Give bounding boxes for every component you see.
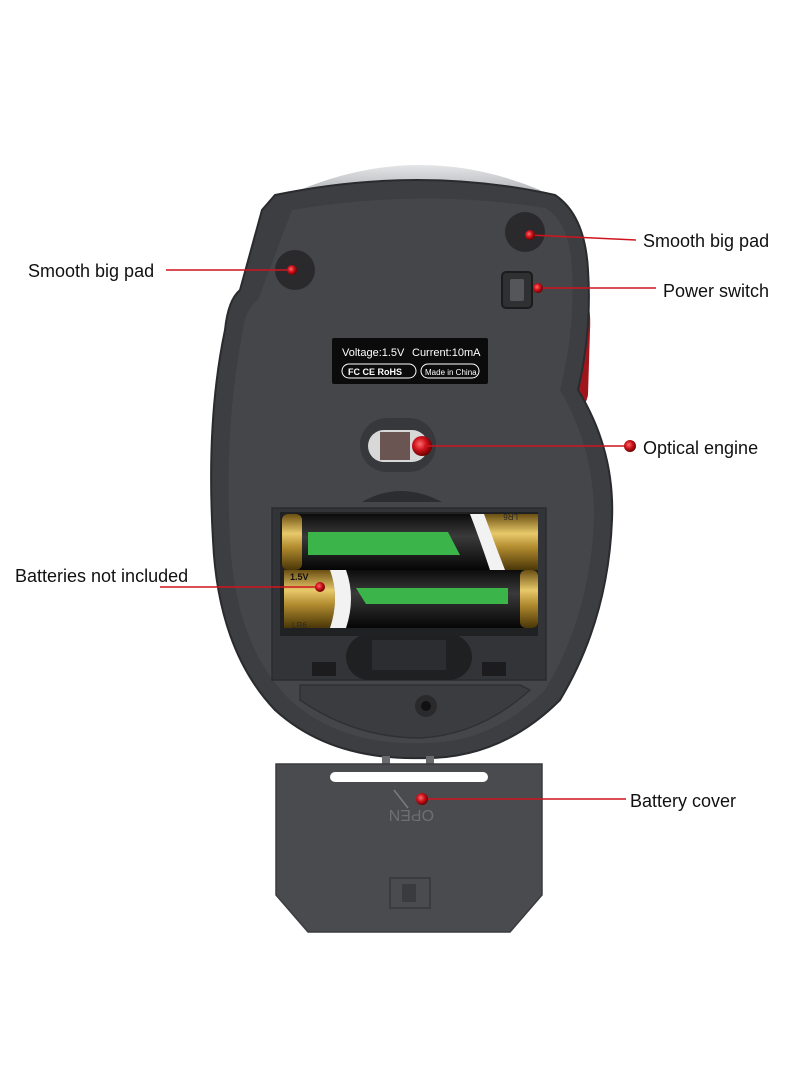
callout-pad-right: Smooth big pad — [643, 231, 770, 251]
dot-optical-engine — [624, 440, 636, 452]
callout-pad-left: Smooth big pad — [28, 261, 155, 281]
callout-battery-cover: Battery cover — [630, 791, 737, 811]
dot-pad-left — [287, 265, 297, 275]
callout-lines — [160, 230, 656, 805]
callout-batteries: Batteries not included — [15, 566, 189, 586]
power-switch — [501, 271, 533, 309]
battery-1: LR6 — [282, 512, 538, 570]
label-current: Current:10mA — [412, 347, 481, 359]
dot-power-switch — [533, 283, 543, 293]
optical-engine — [360, 418, 436, 472]
pad-right — [505, 212, 545, 252]
battery-1-type: LR6 — [503, 512, 518, 521]
label-origin: Made in China — [425, 368, 477, 377]
callout-power-switch: Power switch — [663, 281, 770, 301]
cover-open-text: OPEN — [389, 806, 434, 823]
battery-cover: OPEN — [275, 756, 543, 933]
battery-2-type: LR6 — [292, 621, 307, 630]
screw-hole — [415, 695, 437, 717]
battery-compartment: LR6 1.5V LR6 — [271, 491, 547, 681]
label-voltage: Voltage:1.5V — [342, 347, 405, 359]
battery-2-voltage: 1.5V — [290, 572, 309, 582]
dot-pad-right — [525, 230, 535, 240]
battery-2: 1.5V LR6 — [284, 570, 538, 630]
label-plate: Voltage:1.5V Current:10mA FC CE RoHS Mad… — [332, 338, 488, 384]
callout-optical-engine: Optical engine — [643, 438, 759, 458]
dot-batteries — [315, 582, 325, 592]
label-certs: FC CE RoHS — [348, 367, 402, 377]
dot-battery-cover — [416, 793, 428, 805]
